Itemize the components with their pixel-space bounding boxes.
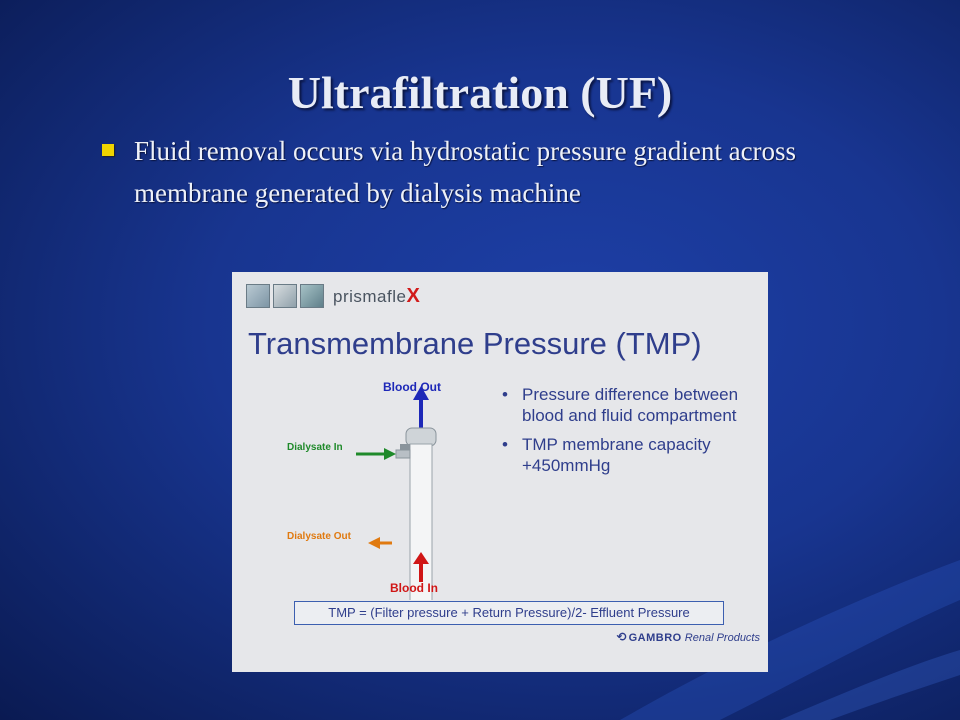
blood-out-label: Blood Out <box>383 380 441 394</box>
dialysate-in-arrowhead <box>384 448 396 460</box>
dialysate-out-arrowhead <box>368 537 380 549</box>
slide-bullet-item: Fluid removal occurs via hydrostatic pre… <box>98 130 878 214</box>
square-bullet-icon <box>102 144 114 156</box>
blood-in-arrow-svg <box>400 444 429 580</box>
slide-title: Ultrafiltration (UF) <box>287 67 673 118</box>
panel-bullet-text: TMP membrane capacity +450mmHg <box>522 435 711 475</box>
logo-tile-icon <box>246 284 270 308</box>
dialysate-out-label: Dialysate Out <box>287 531 351 542</box>
gambro-company: GAMBRO <box>628 632 682 644</box>
gambro-suffix: Renal Products <box>684 632 760 644</box>
slide-bullet-list: Fluid removal occurs via hydrostatic pre… <box>98 130 878 214</box>
logo-tile-icon <box>273 284 297 308</box>
panel-bullet-list: • Pressure difference between blood and … <box>500 384 760 484</box>
blood-in-label: Blood In <box>390 581 438 595</box>
prismaflex-logo: prismafleX <box>246 284 420 308</box>
dot-bullet-icon: • <box>502 435 508 454</box>
panel-title: Transmembrane Pressure (TMP) <box>248 326 702 361</box>
brand-name: prismafleX <box>333 284 421 307</box>
dialysate-in-label: Dialysate In <box>287 442 343 453</box>
tmp-formula: TMP = (Filter pressure + Return Pressure… <box>294 601 724 625</box>
gambro-footer: ⟲GAMBRO Renal Products <box>617 630 760 644</box>
blood-out-arrowhead <box>413 386 429 400</box>
gambro-logo-icon: ⟲ <box>616 630 627 644</box>
panel-bullet-text: Pressure difference between blood and fl… <box>522 385 739 425</box>
panel-bullet-item: • Pressure difference between blood and … <box>500 384 760 426</box>
tmp-figure: prismafleX Transmembrane Pressure (TMP) … <box>232 272 768 672</box>
slide-bullet-text: Fluid removal occurs via hydrostatic pre… <box>134 136 797 208</box>
logo-tile-icon <box>300 284 324 308</box>
dot-bullet-icon: • <box>502 385 508 404</box>
panel-bullet-item: • TMP membrane capacity +450mmHg <box>500 434 760 476</box>
